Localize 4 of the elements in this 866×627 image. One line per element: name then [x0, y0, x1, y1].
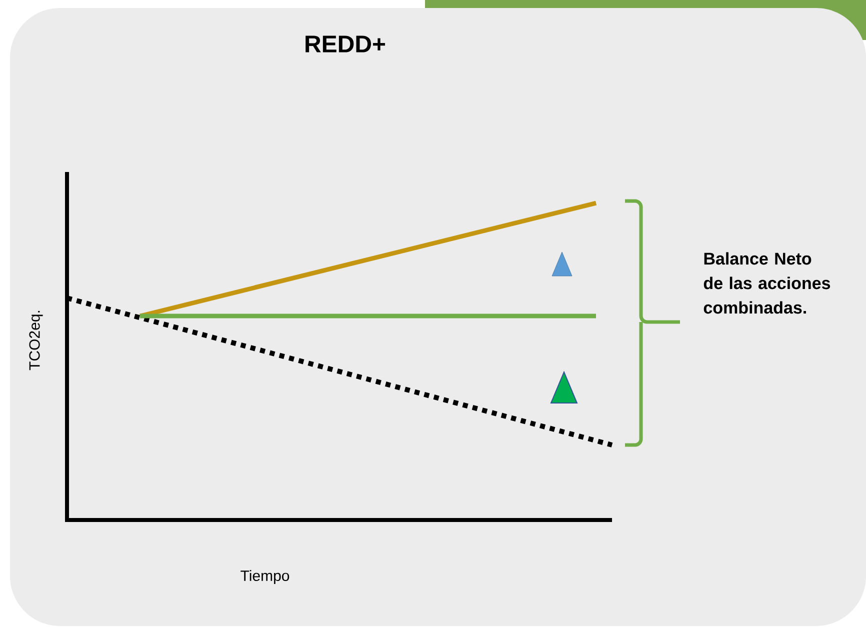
note-text: Balance Neto de las acciones combinadas. — [704, 252, 830, 314]
axis-label: Tiempo — [240, 570, 290, 584]
title: REDD+ — [306, 36, 386, 52]
axis-label: TCO2eq. — [29, 310, 43, 370]
